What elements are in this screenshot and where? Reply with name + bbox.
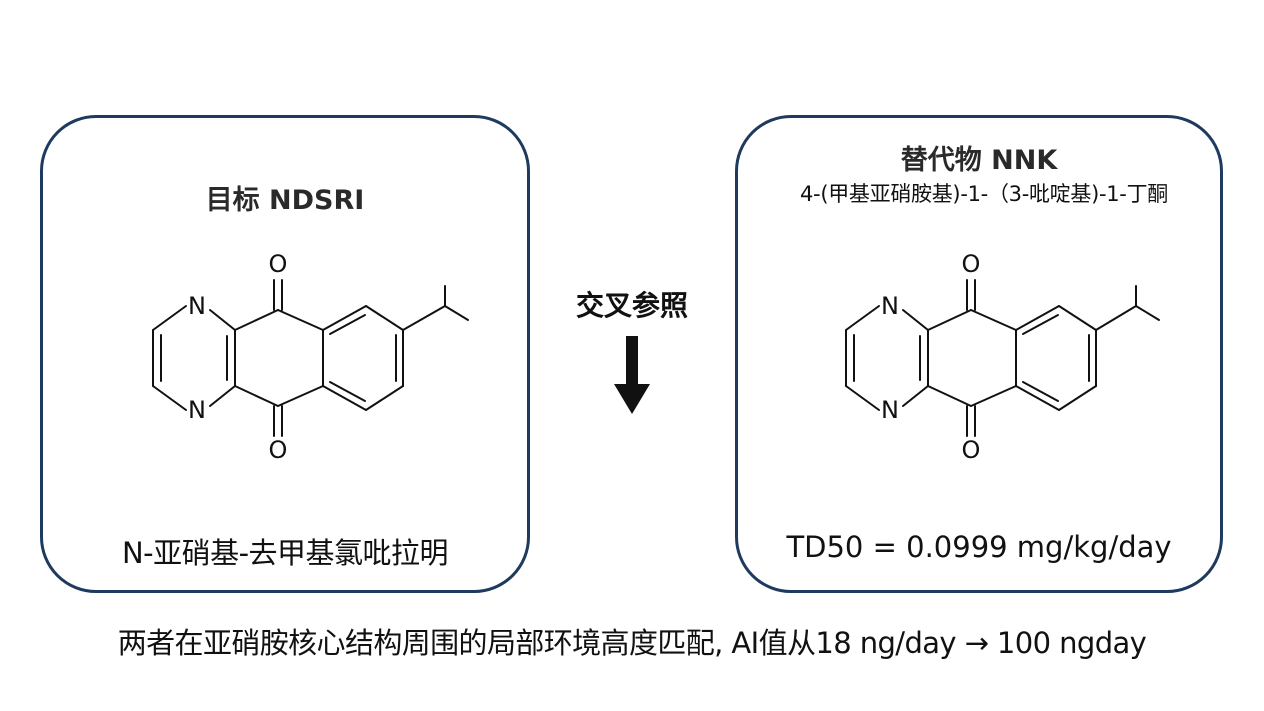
bond xyxy=(322,305,367,331)
surrogate-molecule-drawing: O O N N xyxy=(845,250,1160,464)
oxygen-atom: O xyxy=(269,436,288,464)
bond xyxy=(970,309,1017,331)
target-compound-name: N-亚硝基-去甲基氯吡拉明 xyxy=(121,536,449,570)
bond xyxy=(845,385,880,411)
bond xyxy=(1058,385,1097,411)
bond xyxy=(902,309,929,331)
bond xyxy=(209,385,236,407)
bond xyxy=(1022,314,1059,335)
bond xyxy=(234,385,279,407)
bond xyxy=(1022,381,1059,402)
nitrogen-atom: N xyxy=(881,396,899,424)
oxygen-atom: O xyxy=(962,436,981,464)
bond xyxy=(970,385,1017,407)
target-ndsri-panel: 目标 NDSRI xyxy=(40,115,530,593)
surrogate-nnk-title: 替代物 NNK xyxy=(900,145,1058,176)
bond xyxy=(209,309,236,331)
target-molecule-structure: O O N N xyxy=(83,248,483,488)
bond xyxy=(1058,305,1097,331)
nitrogen-atom: N xyxy=(881,292,899,320)
bond xyxy=(902,385,929,407)
conclusion-note: 两者在亚硝胺核心结构周围的局部环境高度匹配, AI值从18 ng/day → 1… xyxy=(117,626,1147,660)
bond xyxy=(329,381,366,402)
bond xyxy=(845,305,880,331)
bond xyxy=(329,314,366,335)
bond xyxy=(1095,305,1137,331)
target-ndsri-title: 目标 NDSRI xyxy=(205,185,365,216)
surrogate-td50-value: TD50 = 0.0999 mg/kg/day xyxy=(786,530,1172,564)
bond xyxy=(322,385,367,411)
oxygen-atom: O xyxy=(269,250,288,278)
bond xyxy=(1135,305,1160,321)
surrogate-chemical-name: 4-(甲基亚硝胺基)-1-（3-吡啶基)-1-丁酮 xyxy=(800,182,1168,206)
bond xyxy=(927,385,972,407)
nitrogen-atom: N xyxy=(188,292,206,320)
bond xyxy=(277,309,324,331)
bond xyxy=(365,305,404,331)
arrow-down-icon xyxy=(614,336,650,414)
oxygen-atom: O xyxy=(962,250,981,278)
bond xyxy=(365,385,404,411)
bond xyxy=(444,305,469,321)
nitrogen-atom: N xyxy=(188,396,206,424)
target-molecule-drawing: O O N N xyxy=(152,250,469,464)
surrogate-molecule-structure: O O N N xyxy=(776,248,1176,488)
bond xyxy=(1015,385,1060,411)
cross-reference-label: 交叉参照 xyxy=(575,289,688,322)
bond xyxy=(152,305,187,331)
bond xyxy=(927,309,972,331)
bond xyxy=(402,305,446,331)
surrogate-nnk-panel: 替代物 NNK 4-(甲基亚硝胺基)-1-（3-吡啶基)-1-丁酮 xyxy=(735,115,1223,593)
bond xyxy=(277,385,324,407)
bond xyxy=(152,385,187,411)
bond xyxy=(1015,305,1060,331)
bond xyxy=(234,309,279,331)
